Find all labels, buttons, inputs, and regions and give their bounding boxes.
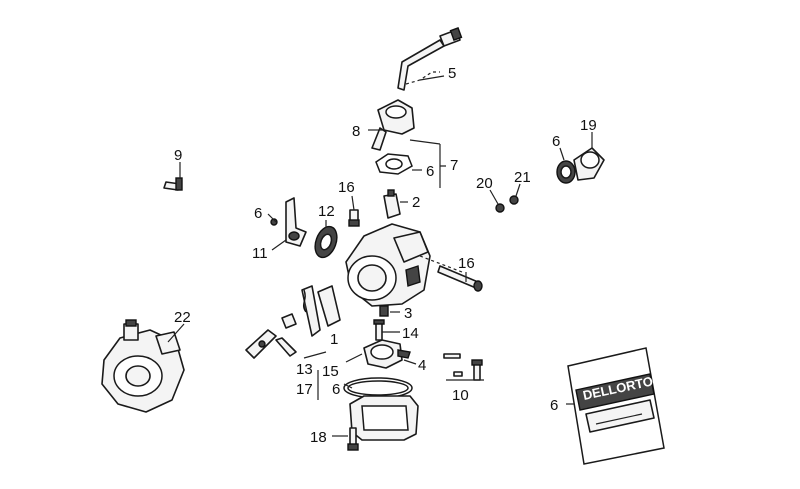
callout-1: 1 — [330, 331, 338, 348]
part-16-long-screw — [437, 265, 483, 292]
top-cover-gasket — [375, 153, 413, 175]
callout-15: 15 — [322, 363, 339, 380]
part-18-drain-screw — [347, 427, 359, 451]
gasket-pack: DELLORTO — [567, 347, 665, 465]
part-2-float-valve — [383, 189, 401, 219]
callout-6-left: 6 — [254, 205, 262, 222]
part-11-choke-lever — [270, 197, 307, 247]
callout-13: 13 — [296, 361, 313, 378]
float-bowl-gasket — [343, 377, 413, 399]
carburetor-body — [345, 223, 463, 307]
callout-18: 18 — [310, 429, 327, 446]
part-5-hose-fitting — [397, 27, 463, 91]
callout-20: 20 — [476, 175, 493, 192]
part-12-diaphragm — [314, 225, 338, 259]
linkage-parts — [245, 285, 341, 359]
callout-17: 17 — [296, 381, 313, 398]
leader-lines — [167, 75, 593, 437]
callout-22: 22 — [174, 309, 191, 326]
callout-8: 8 — [352, 123, 360, 140]
callout-3: 3 — [404, 305, 412, 322]
callout-2: 2 — [412, 194, 420, 211]
callout-6-bowl-gasket: 6 — [332, 381, 340, 398]
callout-14: 14 — [402, 325, 419, 342]
callout-6-top-gasket: 6 — [426, 163, 434, 180]
callout-16-lower: 16 — [458, 255, 475, 272]
callout-9: 9 — [174, 147, 182, 164]
callout-5: 5 — [448, 65, 456, 82]
callout-10: 10 — [452, 387, 469, 404]
callout-11: 11 — [252, 245, 268, 262]
part-4-float — [363, 339, 411, 369]
callout-19: 19 — [580, 117, 597, 134]
callout-21: 21 — [514, 169, 531, 186]
part-16-small-screw — [348, 209, 360, 227]
float-bowl — [349, 395, 419, 441]
part-10-pins — [443, 353, 483, 381]
callout-6-right: 6 — [552, 133, 560, 150]
callout-7: 7 — [450, 157, 458, 174]
part-3-14-jets — [373, 305, 389, 341]
callout-labels: 5 8 7 6 2 16 12 6 11 9 16 19 6 20 21 22 … — [174, 65, 597, 446]
callout-6-pack: 6 — [550, 397, 558, 414]
part-22-carburetor-assembly — [101, 319, 185, 413]
callout-12: 12 — [318, 203, 335, 220]
part-8-top-cover — [371, 99, 415, 151]
part-20-21-screws — [495, 195, 519, 213]
part-19-filter-cap — [556, 147, 605, 184]
part-9-bolt — [163, 177, 183, 191]
callout-16-upper: 16 — [338, 179, 355, 196]
callout-4: 4 — [418, 357, 426, 374]
